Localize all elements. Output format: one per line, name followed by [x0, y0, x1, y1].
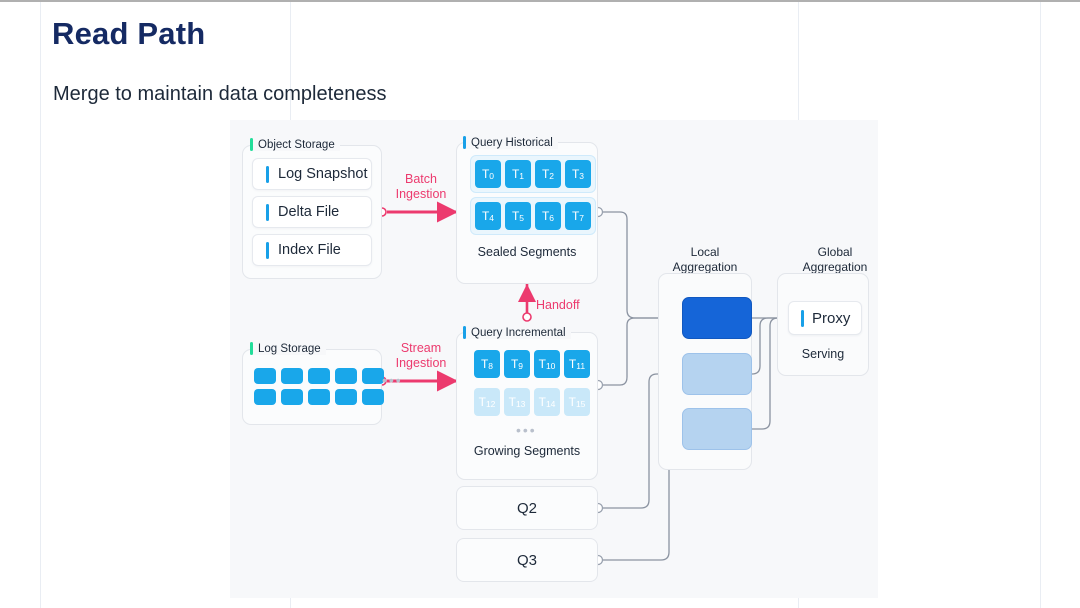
- segment-index: 10: [545, 361, 556, 371]
- batch-ingestion-line2: Ingestion: [395, 187, 447, 201]
- layout-guide-right: [1040, 2, 1041, 608]
- local-aggregation-title-line2: Aggregation: [672, 260, 738, 274]
- log-block: [362, 368, 384, 384]
- file-item-log-snapshot[interactable]: Log Snapshot: [252, 158, 372, 190]
- layout-guide-left: [40, 2, 41, 608]
- segment-index: 8: [488, 361, 494, 371]
- log-storage-label-text: Log Storage: [258, 342, 321, 355]
- segment-index: 2: [549, 171, 555, 181]
- log-block: [308, 389, 330, 405]
- file-item-delta-file[interactable]: Delta File: [252, 196, 372, 228]
- local-aggregation-node-1[interactable]: [682, 297, 752, 339]
- log-storage-ellipsis: •••: [382, 372, 403, 388]
- segment-index: 15: [575, 399, 586, 409]
- segment-index: 0: [489, 171, 495, 181]
- file-item-label: Index File: [278, 242, 341, 258]
- segment-index: 6: [549, 213, 555, 223]
- proxy-label: Proxy: [812, 309, 851, 327]
- query-historical-label-text: Query Historical: [471, 136, 553, 149]
- object-storage-label: Object Storage: [250, 138, 340, 151]
- log-storage-grid: [254, 368, 384, 405]
- log-block: [362, 389, 384, 405]
- batch-ingestion-line1: Batch: [405, 172, 437, 186]
- segment-index: 1: [519, 171, 525, 181]
- log-block: [281, 368, 303, 384]
- handoff-label: Handoff: [536, 298, 580, 312]
- page-title: Read Path: [52, 16, 206, 51]
- global-aggregation-title: Global Aggregation: [785, 245, 885, 275]
- local-aggregation-node-3[interactable]: [682, 408, 752, 450]
- sealed-segments-caption: Sealed Segments: [477, 245, 577, 259]
- query-box-q2[interactable]: Q2: [456, 486, 598, 530]
- file-item-index-file[interactable]: Index File: [252, 234, 372, 266]
- query-historical-label: Query Historical: [463, 136, 558, 149]
- query-incremental-label: Query Incremental: [463, 326, 571, 339]
- segment-index: 12: [485, 399, 496, 409]
- log-block: [254, 368, 276, 384]
- object-storage-label-text: Object Storage: [258, 138, 335, 151]
- log-storage-group: [242, 349, 382, 425]
- page-subtitle: Merge to maintain data completeness: [53, 83, 387, 105]
- local-aggregation-node-2[interactable]: [682, 353, 752, 395]
- query-incremental-label-text: Query Incremental: [471, 326, 566, 339]
- log-storage-label: Log Storage: [250, 342, 326, 355]
- batch-ingestion-label: Batch Ingestion: [390, 172, 452, 202]
- segment-index: 4: [489, 213, 495, 223]
- log-block: [308, 368, 330, 384]
- segment-index: 11: [576, 361, 586, 371]
- stream-ingestion-line2: Ingestion: [395, 356, 447, 370]
- stream-ingestion-label: Stream Ingestion: [390, 341, 452, 371]
- segment-index: 13: [515, 399, 526, 409]
- log-block: [281, 389, 303, 405]
- segment-index: 14: [545, 399, 556, 409]
- serving-caption: Serving: [801, 347, 845, 361]
- file-item-label: Delta File: [278, 204, 340, 220]
- growing-segments-ellipsis: •••: [516, 422, 537, 438]
- query-box-q3[interactable]: Q3: [456, 538, 598, 582]
- query-box-label: Q3: [516, 551, 537, 569]
- segment-index: 3: [579, 171, 585, 181]
- growing-segments-caption: Growing Segments: [473, 444, 581, 458]
- local-aggregation-title: Local Aggregation: [655, 245, 755, 275]
- segment-index: 5: [519, 213, 525, 223]
- segment-index: 9: [518, 361, 524, 371]
- file-item-label: Log Snapshot: [278, 166, 368, 182]
- stream-ingestion-line1: Stream: [400, 341, 442, 355]
- query-box-label: Q2: [516, 499, 537, 517]
- log-block: [335, 389, 357, 405]
- segment-index: 7: [579, 213, 585, 223]
- proxy-node[interactable]: Proxy: [788, 301, 862, 335]
- global-aggregation-title-line2: Aggregation: [802, 260, 868, 274]
- global-aggregation-title-line1: Global: [817, 245, 853, 259]
- log-block: [254, 389, 276, 405]
- log-block: [335, 368, 357, 384]
- diagram-panel: Object Storage Log Snapshot Delta File I…: [230, 120, 878, 598]
- local-aggregation-title-line1: Local: [690, 245, 720, 259]
